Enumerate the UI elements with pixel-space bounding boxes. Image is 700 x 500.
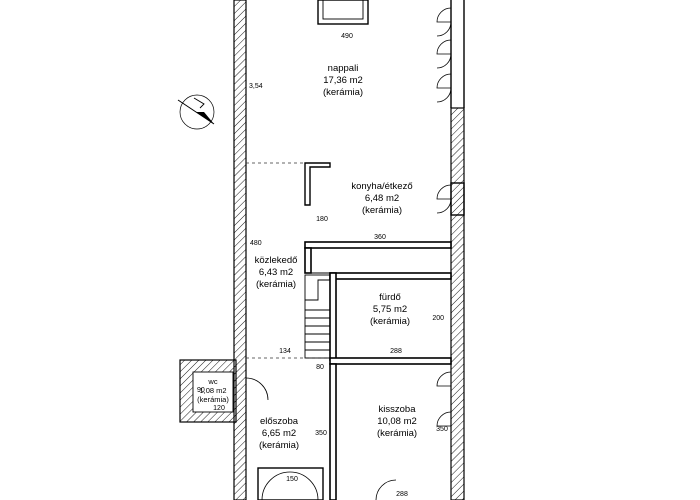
kisszoba-floor: (kerámia): [377, 428, 417, 439]
eloszoba-area: 6,65 m2: [262, 428, 296, 439]
wc-block: [179, 359, 269, 423]
right-windows-top: [436, 7, 452, 103]
dim-288-bottom: 288: [396, 491, 408, 498]
dim-150: 150: [286, 476, 298, 483]
bath-south-wall: [329, 357, 452, 365]
dim-134: 134: [279, 348, 291, 355]
dim-480: 480: [250, 240, 262, 247]
kitchen-counter: [304, 162, 331, 206]
north-arrow-icon: [177, 94, 215, 130]
kisszoba-windows: [375, 371, 452, 500]
bath-north-wall: [329, 272, 452, 280]
kitchen-window: [436, 182, 465, 216]
kisszoba-name: kisszoba: [379, 404, 417, 415]
konyha-name: konyha/étkező: [351, 181, 412, 192]
wc-area: 1,08 m2: [199, 386, 226, 395]
dim-200: 200: [432, 315, 444, 322]
kitchen-south-wall: [304, 241, 452, 249]
konyha-area: 6,48 m2: [365, 193, 399, 204]
dim-120: 120: [213, 405, 225, 412]
kisszoba-area: 10,08 m2: [377, 416, 417, 427]
kozlekedo-area: 6,43 m2: [259, 267, 293, 278]
hall-short-wall: [304, 247, 312, 274]
staircase: [304, 274, 331, 359]
dim-490: 490: [341, 33, 353, 40]
dim-80: 80: [316, 364, 324, 371]
right-outer-wall: [450, 107, 465, 500]
furdo-name: fürdő: [379, 292, 401, 303]
dim-180: 180: [316, 216, 328, 223]
bath-west-wall: [329, 272, 337, 361]
dim-350-right: 350: [436, 426, 448, 433]
eloszoba-floor: (kerámia): [259, 440, 299, 451]
dim-354: 3,54: [249, 83, 263, 90]
nappali-floor: (kerámia): [323, 87, 363, 98]
wc-name: wc: [207, 377, 217, 386]
furdo-floor: (kerámia): [370, 316, 410, 327]
kisszoba-west-wall: [329, 363, 337, 500]
wc-floor: (kerámia): [197, 395, 229, 404]
left-outer-wall: [233, 0, 247, 500]
konyha-floor: (kerámia): [362, 205, 402, 216]
kozlekedo-floor: (kerámia): [256, 279, 296, 290]
furdo-area: 5,75 m2: [373, 304, 407, 315]
dim-288-top: 288: [390, 348, 402, 355]
dim-350-left: 350: [315, 430, 327, 437]
top-window-inner: [322, 0, 364, 20]
entrance-doors: [257, 467, 324, 500]
kozlekedo-name: közlekedő: [255, 255, 298, 266]
nappali-name: nappali: [328, 63, 359, 74]
eloszoba-name: előszoba: [260, 416, 299, 427]
dim-360: 360: [374, 234, 386, 241]
top-window: [317, 0, 369, 25]
dim-90: 90: [197, 387, 205, 394]
nappali-area: 17,36 m2: [323, 75, 363, 86]
